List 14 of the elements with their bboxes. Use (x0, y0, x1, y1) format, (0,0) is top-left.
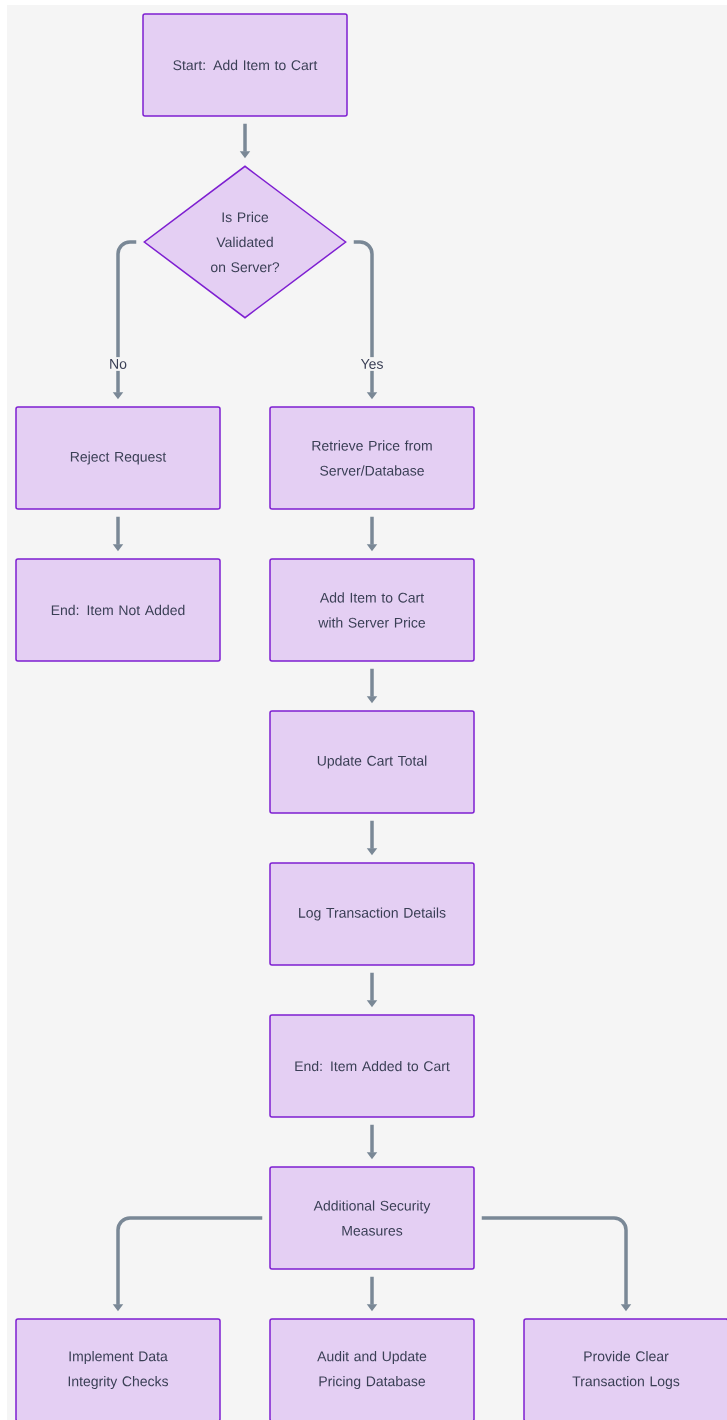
process-box: Audit and Update Pricing Database (269, 1318, 475, 1420)
process-box: Update Cart Total (269, 710, 475, 814)
process-box: Log Transaction Details (269, 862, 475, 966)
process-box: Retrieve Price from Server/Database (269, 406, 475, 510)
process-box: Provide Clear Transaction Logs (523, 1318, 727, 1420)
edge-label: No (107, 357, 129, 371)
process-box: Reject Request (15, 406, 221, 510)
process-box: Add Item to Cart with Server Price (269, 558, 475, 662)
process-box: End: Item Added to Cart (269, 1014, 475, 1118)
process-box: Start: Add Item to Cart (142, 13, 348, 117)
edge-label: Yes (358, 357, 386, 371)
process-box: Additional Security Measures (269, 1166, 475, 1270)
process-box: Implement Data Integrity Checks (15, 1318, 221, 1420)
process-box: End: Item Not Added (15, 558, 221, 662)
